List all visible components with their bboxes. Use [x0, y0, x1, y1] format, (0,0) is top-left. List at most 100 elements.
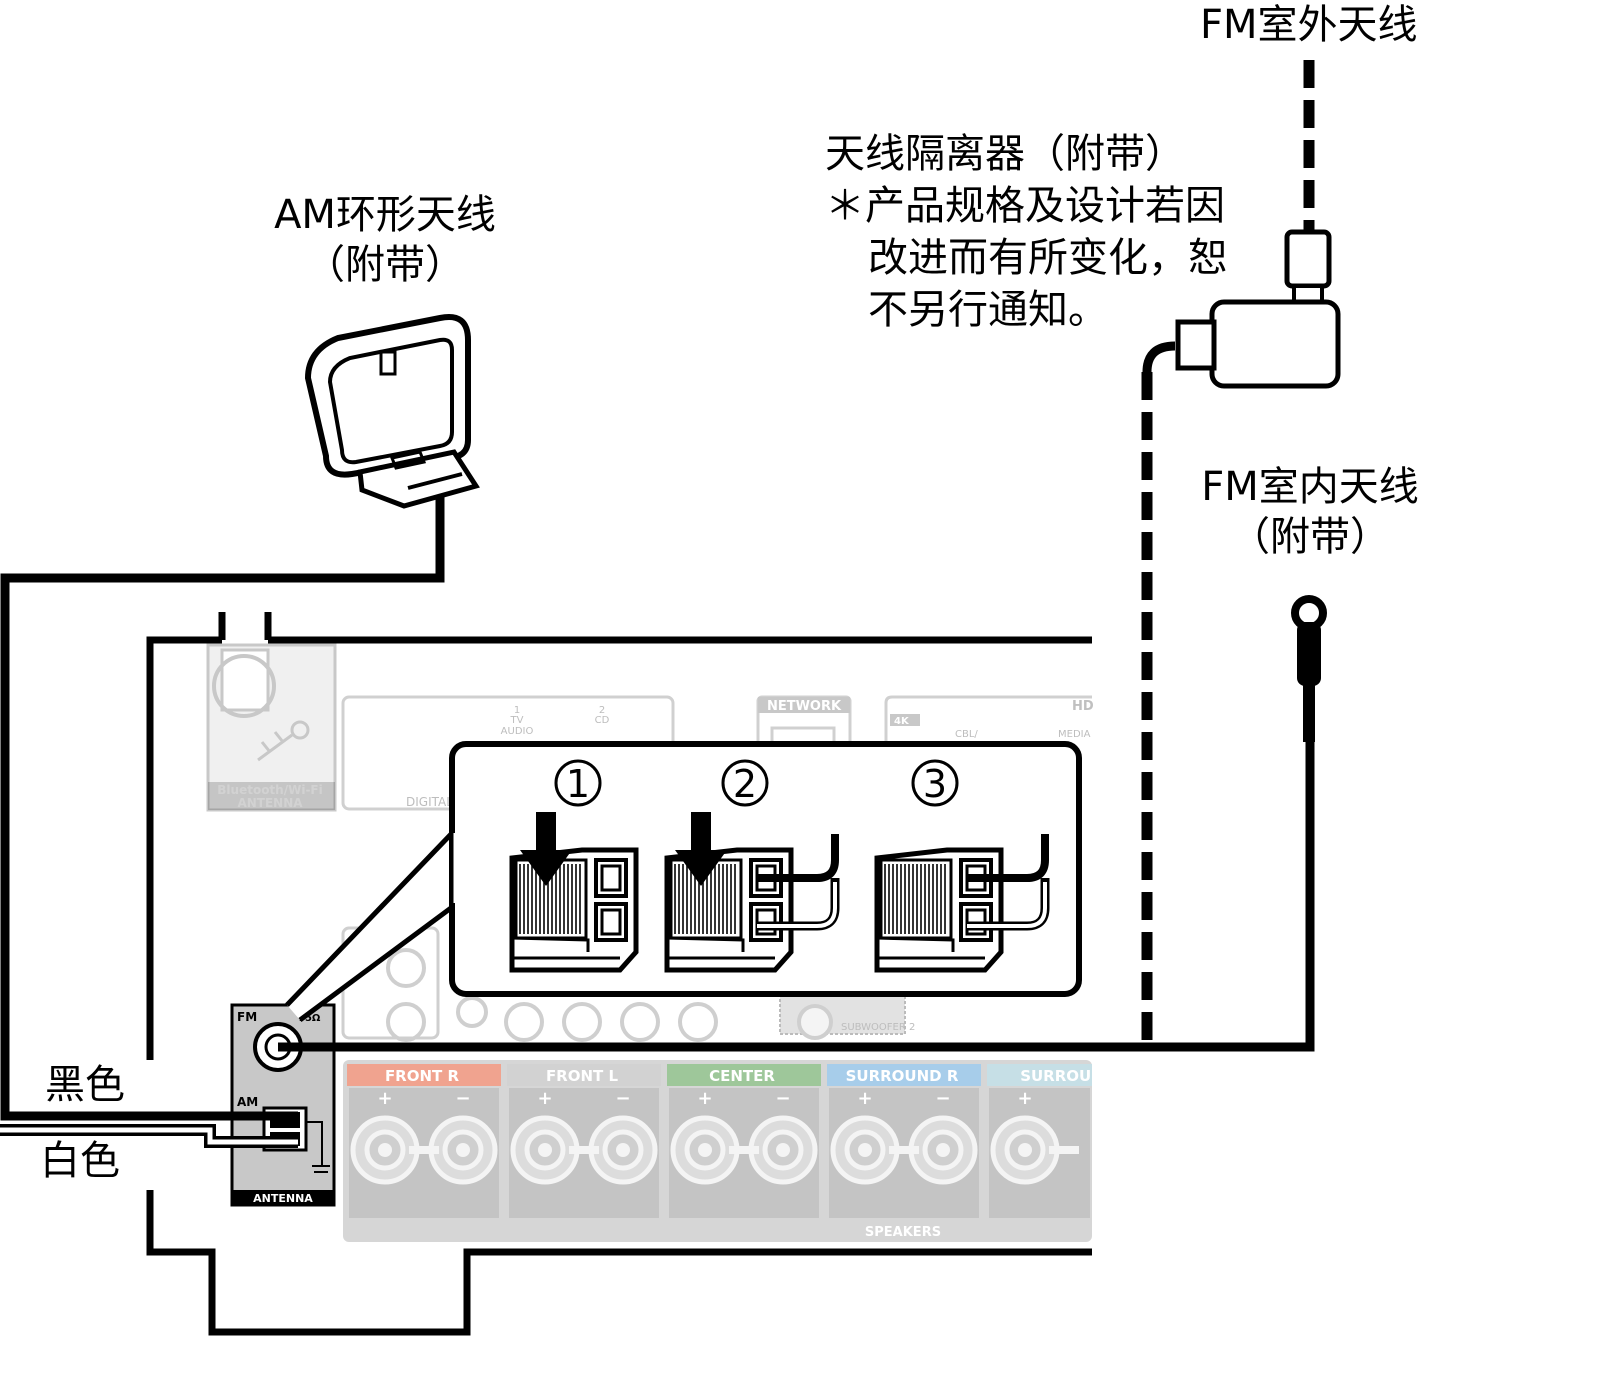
fm-label: FM — [237, 1010, 257, 1024]
speaker-channel: FRONT R + − — [347, 1064, 501, 1218]
step-circle — [911, 759, 959, 807]
hdmi-block — [884, 695, 1092, 760]
network-label: NETWORK — [767, 699, 842, 714]
analog-jack — [456, 996, 488, 1028]
terminal-base-line — [511, 936, 620, 960]
step-circle — [554, 759, 602, 807]
antenna-isolator — [1175, 229, 1341, 389]
minus-icon: − — [935, 1088, 950, 1109]
hdmi-4k-label: 4K — [894, 716, 910, 727]
antenna-stub — [218, 612, 272, 640]
speaker-terminal-hole — [456, 1143, 470, 1157]
am-loop-antenna-supplied: （附带） — [305, 242, 465, 288]
isolator-body — [1209, 299, 1341, 389]
antenna-terminal-title-bg — [232, 1190, 334, 1205]
speaker-terminal-hole — [378, 1143, 392, 1157]
terminal-step-2 — [664, 812, 840, 973]
wire-black — [757, 834, 839, 882]
note-line-2: 改进而有所变化，恕 — [868, 235, 1228, 281]
terminal-base-line — [666, 936, 775, 960]
digital-label: DIGITAL — [406, 795, 453, 809]
speaker-terminal-bridge — [409, 1146, 439, 1154]
analog-jack — [386, 948, 426, 988]
speaker-channel-header — [667, 1064, 821, 1086]
am-loop-stand — [357, 449, 480, 509]
speaker-channel-header — [827, 1064, 981, 1086]
network-label-bg — [758, 697, 850, 713]
isolator-bend — [1142, 341, 1176, 373]
speaker-channel-label: CENTER — [709, 1067, 775, 1085]
chassis-outline — [146, 636, 1092, 1060]
plus-icon: + — [697, 1088, 712, 1109]
am-black-wire — [0, 490, 445, 1121]
speaker-terminal-hole — [776, 1143, 790, 1157]
chassis-bottom — [146, 1190, 1092, 1336]
analog-jack — [504, 1002, 544, 1042]
antenna-isolator-title: 天线隔离器（附带） — [825, 131, 1185, 177]
am-loop-inner — [327, 337, 454, 465]
note-line-1: ＊产品规格及设计若因 — [825, 183, 1225, 229]
fm-indoor-antenna — [1291, 595, 1327, 742]
terminal-illustrations — [509, 812, 1050, 973]
white-wire-label: 白色 — [40, 1138, 120, 1184]
black-wire-label: 黑色 — [45, 1062, 125, 1108]
plus-icon: + — [377, 1088, 392, 1109]
callout-pointer — [285, 823, 458, 1023]
minus-icon: − — [775, 1088, 790, 1109]
step-3-number: 3 — [923, 762, 947, 806]
speaker-terminal-bridge — [1049, 1146, 1079, 1154]
speaker-channel: SURROUN+ — [987, 1064, 1104, 1218]
analog-jack — [620, 1002, 660, 1042]
antenna-terminal-title: ANTENNA — [253, 1192, 313, 1205]
speaker-terminal-hole — [1018, 1143, 1032, 1157]
fm-outdoor-antenna-label: FM室外天线 — [1200, 2, 1418, 48]
speaker-columns: FRONT R+−FRONT L+−CENTER+−SURROUND R+−SU… — [347, 1064, 1104, 1218]
cbl-label: CBL/ — [955, 729, 978, 740]
terminal-base-line — [876, 936, 985, 960]
tv-audio-b: AUDIO — [501, 726, 534, 737]
speaker-channel: FRONT L+− — [507, 1064, 661, 1218]
note-line-3: 不另行通知。 — [868, 287, 1108, 333]
minus-icon: − — [455, 1088, 470, 1109]
am-loop-clip — [379, 350, 397, 376]
subwoofer2-label: SUBWOOFER 2 — [841, 1022, 915, 1033]
wire-black — [967, 834, 1049, 882]
subwoofer-jack — [797, 1004, 833, 1040]
wire-white — [757, 882, 837, 928]
analog-jack — [678, 1002, 718, 1042]
am-loop-stand-slot — [407, 472, 463, 490]
plus-icon: + — [857, 1088, 872, 1109]
am-white-wire-core — [0, 1127, 298, 1145]
speaker-terminal-hole — [616, 1143, 630, 1157]
press-arrow-icon — [520, 812, 572, 886]
speaker-channel-header — [507, 1064, 661, 1086]
ohm-label: 75Ω — [298, 1013, 321, 1024]
bt-label-bg — [208, 782, 335, 810]
speaker-channel-label: SURROUND R — [846, 1067, 959, 1085]
press-arrow-icon — [675, 812, 727, 886]
terminal-step-3 — [874, 834, 1050, 973]
speaker-terminal-hole — [936, 1143, 950, 1157]
fm-indoor-antenna-supplied: （附带） — [1230, 514, 1390, 560]
fm-indoor-antenna-label: FM室内天线 （附带） — [1195, 462, 1425, 562]
step-2-number: 2 — [733, 762, 757, 806]
terminal-slot-hole — [600, 864, 622, 892]
terminal-step-1 — [509, 812, 639, 973]
ground-icon — [306, 1121, 330, 1173]
cd-label: CD — [595, 715, 610, 726]
terminal-slot-hole — [600, 908, 622, 936]
speaker-channel: CENTER + − — [667, 1064, 821, 1218]
speaker-channel-header — [347, 1064, 501, 1086]
speaker-channel-label: FRONT L — [546, 1067, 619, 1085]
bt-antenna-arrow — [257, 731, 293, 762]
analog-jack — [386, 1002, 426, 1042]
step-circle — [721, 759, 769, 807]
am-loop-outer — [304, 314, 471, 478]
tv-audio-num: 1 — [514, 705, 520, 716]
speaker-channel-label: SURROUN — [1020, 1067, 1104, 1085]
am-loop-antenna-label: AM环形天线 （附带） — [270, 190, 500, 290]
speaker-terminal-bridge — [569, 1146, 599, 1154]
am-loop-neck — [389, 450, 427, 470]
plus-icon: + — [537, 1088, 552, 1109]
speaker-channel-label: FRONT R — [385, 1067, 460, 1085]
